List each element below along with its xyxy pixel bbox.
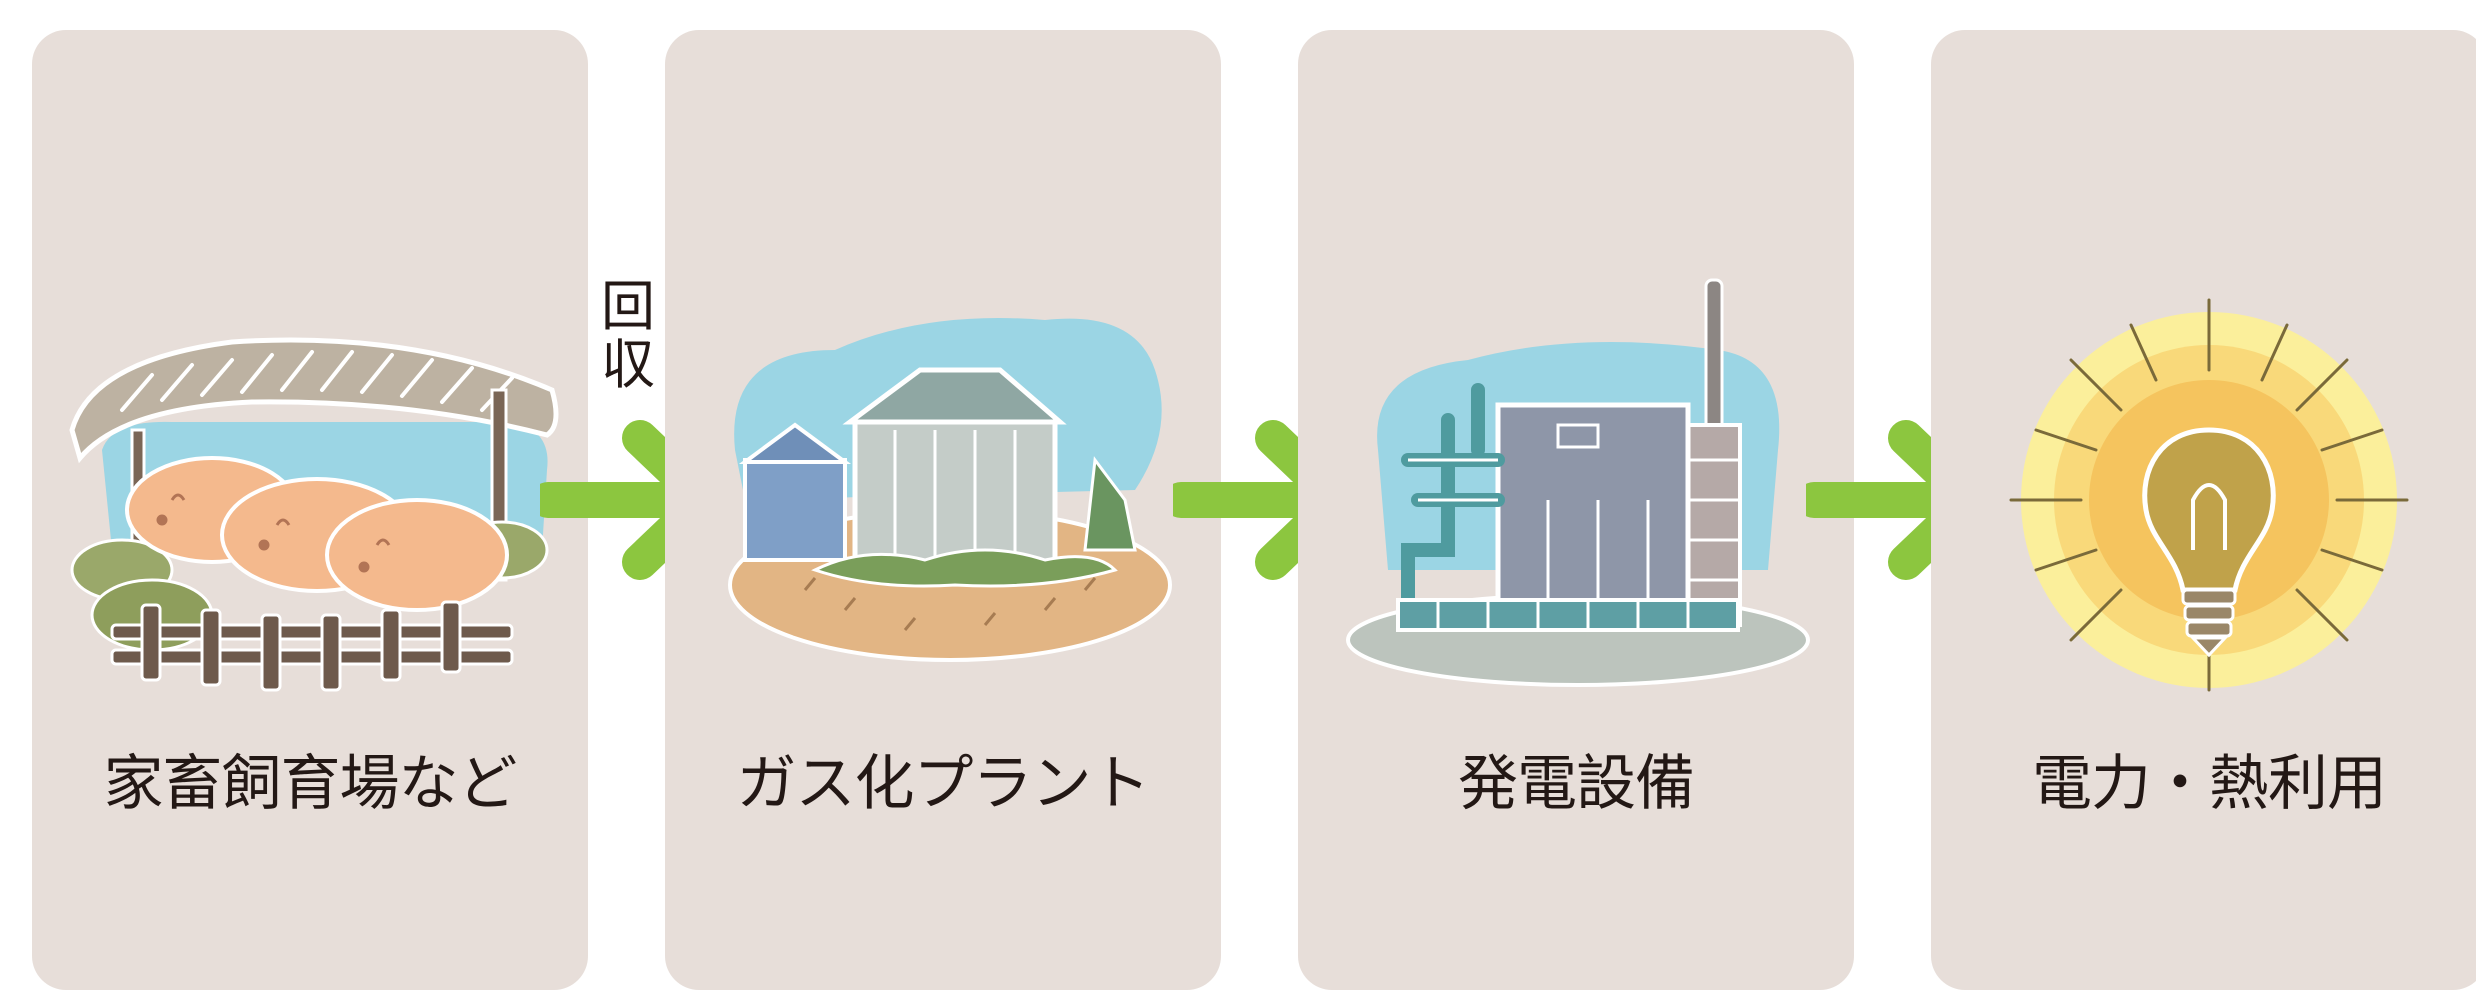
step-panel-gasification: ガス化プラント [665, 30, 1221, 990]
step-label-power-generation: 発電設備 [1458, 749, 1695, 819]
livestock-farm-pigs-icon [69, 337, 559, 692]
gasification-plant-tanks-icon [728, 318, 1172, 662]
step-label-electricity-heat: 電力・熱利用 [2032, 749, 2387, 819]
power-generation-facility-icon [1346, 278, 1810, 687]
step-panel-livestock: 家畜飼育場など [32, 30, 588, 990]
glowing-light-bulb-icon [2009, 298, 2409, 692]
collection-label-char-1: 回 [601, 275, 655, 338]
step-label-gasification: ガス化プラント [736, 749, 1151, 819]
step-panel-electricity-heat: 電力・熱利用 [1931, 30, 2476, 990]
step-label-livestock: 家畜飼育場など [103, 749, 518, 819]
step-panel-power-generation: 発電設備 [1298, 30, 1854, 990]
collection-label: 回 収 [598, 278, 658, 394]
collection-label-char-2: 収 [601, 333, 655, 396]
